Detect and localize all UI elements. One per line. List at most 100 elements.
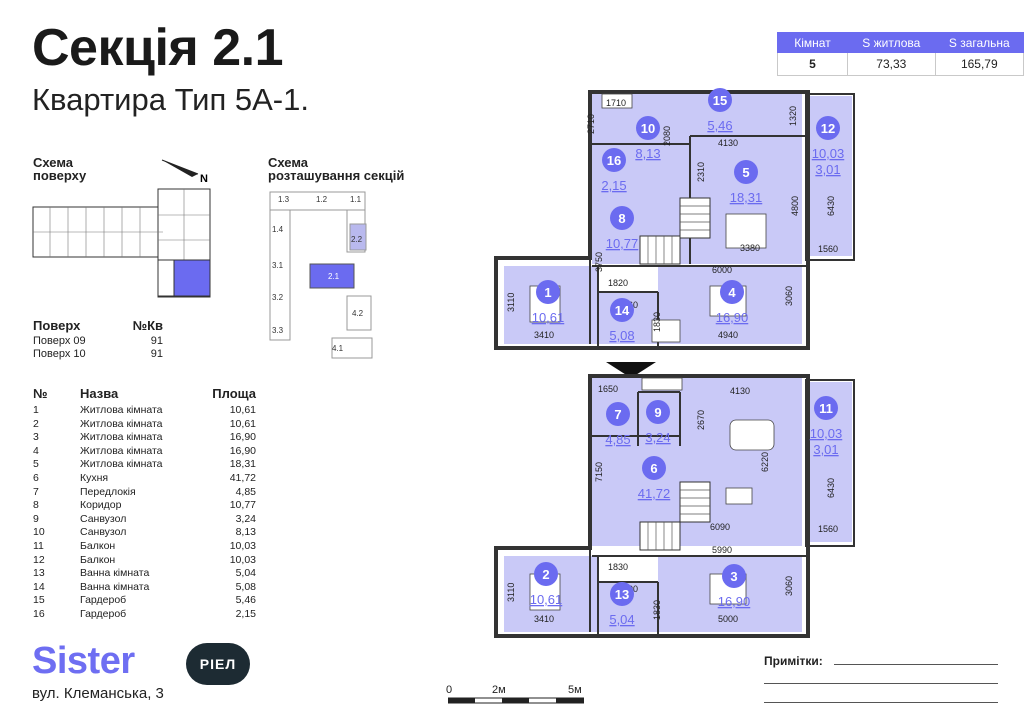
- room-area-label: 8,13: [635, 146, 660, 161]
- rooms-header-name: Назва: [80, 386, 119, 401]
- dimension-label: 2310: [696, 162, 706, 182]
- room-marker: 810,77: [606, 206, 639, 251]
- room-number-badge: 16: [607, 153, 621, 168]
- dimension-label: 1710: [606, 98, 626, 108]
- room-area: 16,90: [229, 444, 256, 457]
- room-area: 4,85: [235, 485, 256, 498]
- room-number: 1: [33, 404, 39, 416]
- section-label-active: 2.1: [328, 272, 340, 281]
- room-number: 11: [33, 539, 44, 552]
- room-area-label: 16,90: [716, 310, 749, 325]
- room-marker: 518,31: [730, 160, 762, 205]
- page-title: Секція 2.1: [32, 19, 284, 77]
- room-marker: 162,15: [601, 148, 627, 193]
- room-number: 14: [33, 580, 45, 593]
- dimension-label: 1560: [818, 244, 838, 254]
- dimension-label: 4940: [718, 330, 738, 340]
- room-name: Коридор: [80, 499, 122, 512]
- room-number-badge: 13: [615, 587, 629, 602]
- room-number: 9: [33, 512, 39, 525]
- section-label: 3.3: [272, 326, 284, 335]
- room-number-badge: 2: [542, 567, 549, 582]
- floor-name: Поверх 10: [33, 348, 86, 360]
- room-area-label: 2,15: [601, 178, 626, 193]
- room-area-label: 16,90: [718, 594, 751, 609]
- room-area: 2,15: [235, 607, 256, 620]
- room-number: 12: [33, 553, 45, 566]
- room-name: Балкон: [80, 539, 116, 552]
- room-marker: 316,90: [718, 564, 751, 609]
- floor-scheme-title: Схема поверху: [33, 156, 86, 182]
- section-label: 1.3: [278, 195, 290, 204]
- dimension-label: 3060: [784, 576, 794, 596]
- room-name: Житлова кімната: [80, 431, 163, 444]
- section-label: 1.1: [350, 195, 362, 204]
- room-number: 4: [33, 444, 39, 457]
- room-area-label: 3,24: [645, 430, 670, 445]
- room-area-label: 4,85: [605, 432, 630, 447]
- dimension-label: 5990: [712, 545, 732, 555]
- lower-floor-plan: [494, 374, 855, 638]
- scale-label: 5м: [568, 684, 582, 696]
- room-marker: 145,08: [609, 298, 635, 343]
- dimension-label: 1830: [608, 562, 628, 572]
- section-label: 3.1: [272, 261, 284, 270]
- room-number: 5: [33, 458, 39, 471]
- dimension-label: 6090: [710, 522, 730, 532]
- room-area-label-secondary: 3,01: [813, 442, 838, 457]
- room-number: 7: [33, 485, 39, 498]
- room-number: 2: [33, 417, 39, 430]
- room-marker: 93,24: [645, 400, 671, 445]
- dimension-label: 3060: [784, 286, 794, 306]
- floor-connector-arrow-icon: [606, 362, 656, 378]
- room-number-badge: 7: [614, 407, 621, 422]
- dimension-label: 1820: [608, 278, 628, 288]
- room-number-badge: 15: [713, 93, 727, 108]
- brand-logo: Sister: [32, 640, 135, 682]
- dimension-label: 6000: [712, 265, 732, 275]
- room-number: 15: [33, 594, 45, 607]
- dimension-label: 1560: [818, 524, 838, 534]
- section-scheme-title: Схема розташування секцій: [268, 156, 404, 182]
- room-area-label: 10,77: [606, 236, 639, 251]
- room-name: Передлокія: [80, 485, 136, 498]
- room-number-badge: 11: [819, 401, 833, 416]
- dimension-label: 1830: [652, 312, 662, 332]
- room-name: Гардероб: [80, 607, 127, 620]
- summary-header-total: S загальна: [934, 32, 1024, 53]
- room-area: 18,31: [229, 458, 256, 471]
- room-area-label: 10,03: [812, 146, 845, 161]
- notes-line: [834, 664, 998, 665]
- room-row: 7 Передлокія 4,85: [33, 486, 256, 500]
- room-area: 5,04: [235, 567, 256, 580]
- room-area: 16,90: [229, 431, 256, 444]
- floors-header-apt: №Кв: [132, 318, 163, 333]
- room-number-badge: 14: [615, 303, 630, 318]
- room-number-badge: 5: [742, 165, 749, 180]
- room-area-label: 10,61: [532, 310, 565, 325]
- summary-table: Кімнат S житлова S загальна 5 73,33 165,…: [777, 32, 1024, 76]
- partner-badge: РІЕЛ: [186, 643, 250, 685]
- dimension-label: 6430: [826, 196, 836, 216]
- rooms-header-area: Площа: [212, 386, 256, 401]
- dimension-label: 4130: [718, 138, 738, 148]
- dimension-label: 2670: [696, 410, 706, 430]
- room-name: Кухня: [80, 471, 109, 484]
- dimension-label: 6430: [826, 478, 836, 498]
- room-area: 3,24: [235, 512, 256, 525]
- section-label: 4.2: [352, 309, 364, 318]
- rooms-header-number: №: [33, 386, 48, 401]
- room-marker: 74,85: [605, 402, 631, 447]
- room-name: Ванна кімната: [80, 580, 150, 593]
- north-arrow-icon: N: [161, 159, 208, 184]
